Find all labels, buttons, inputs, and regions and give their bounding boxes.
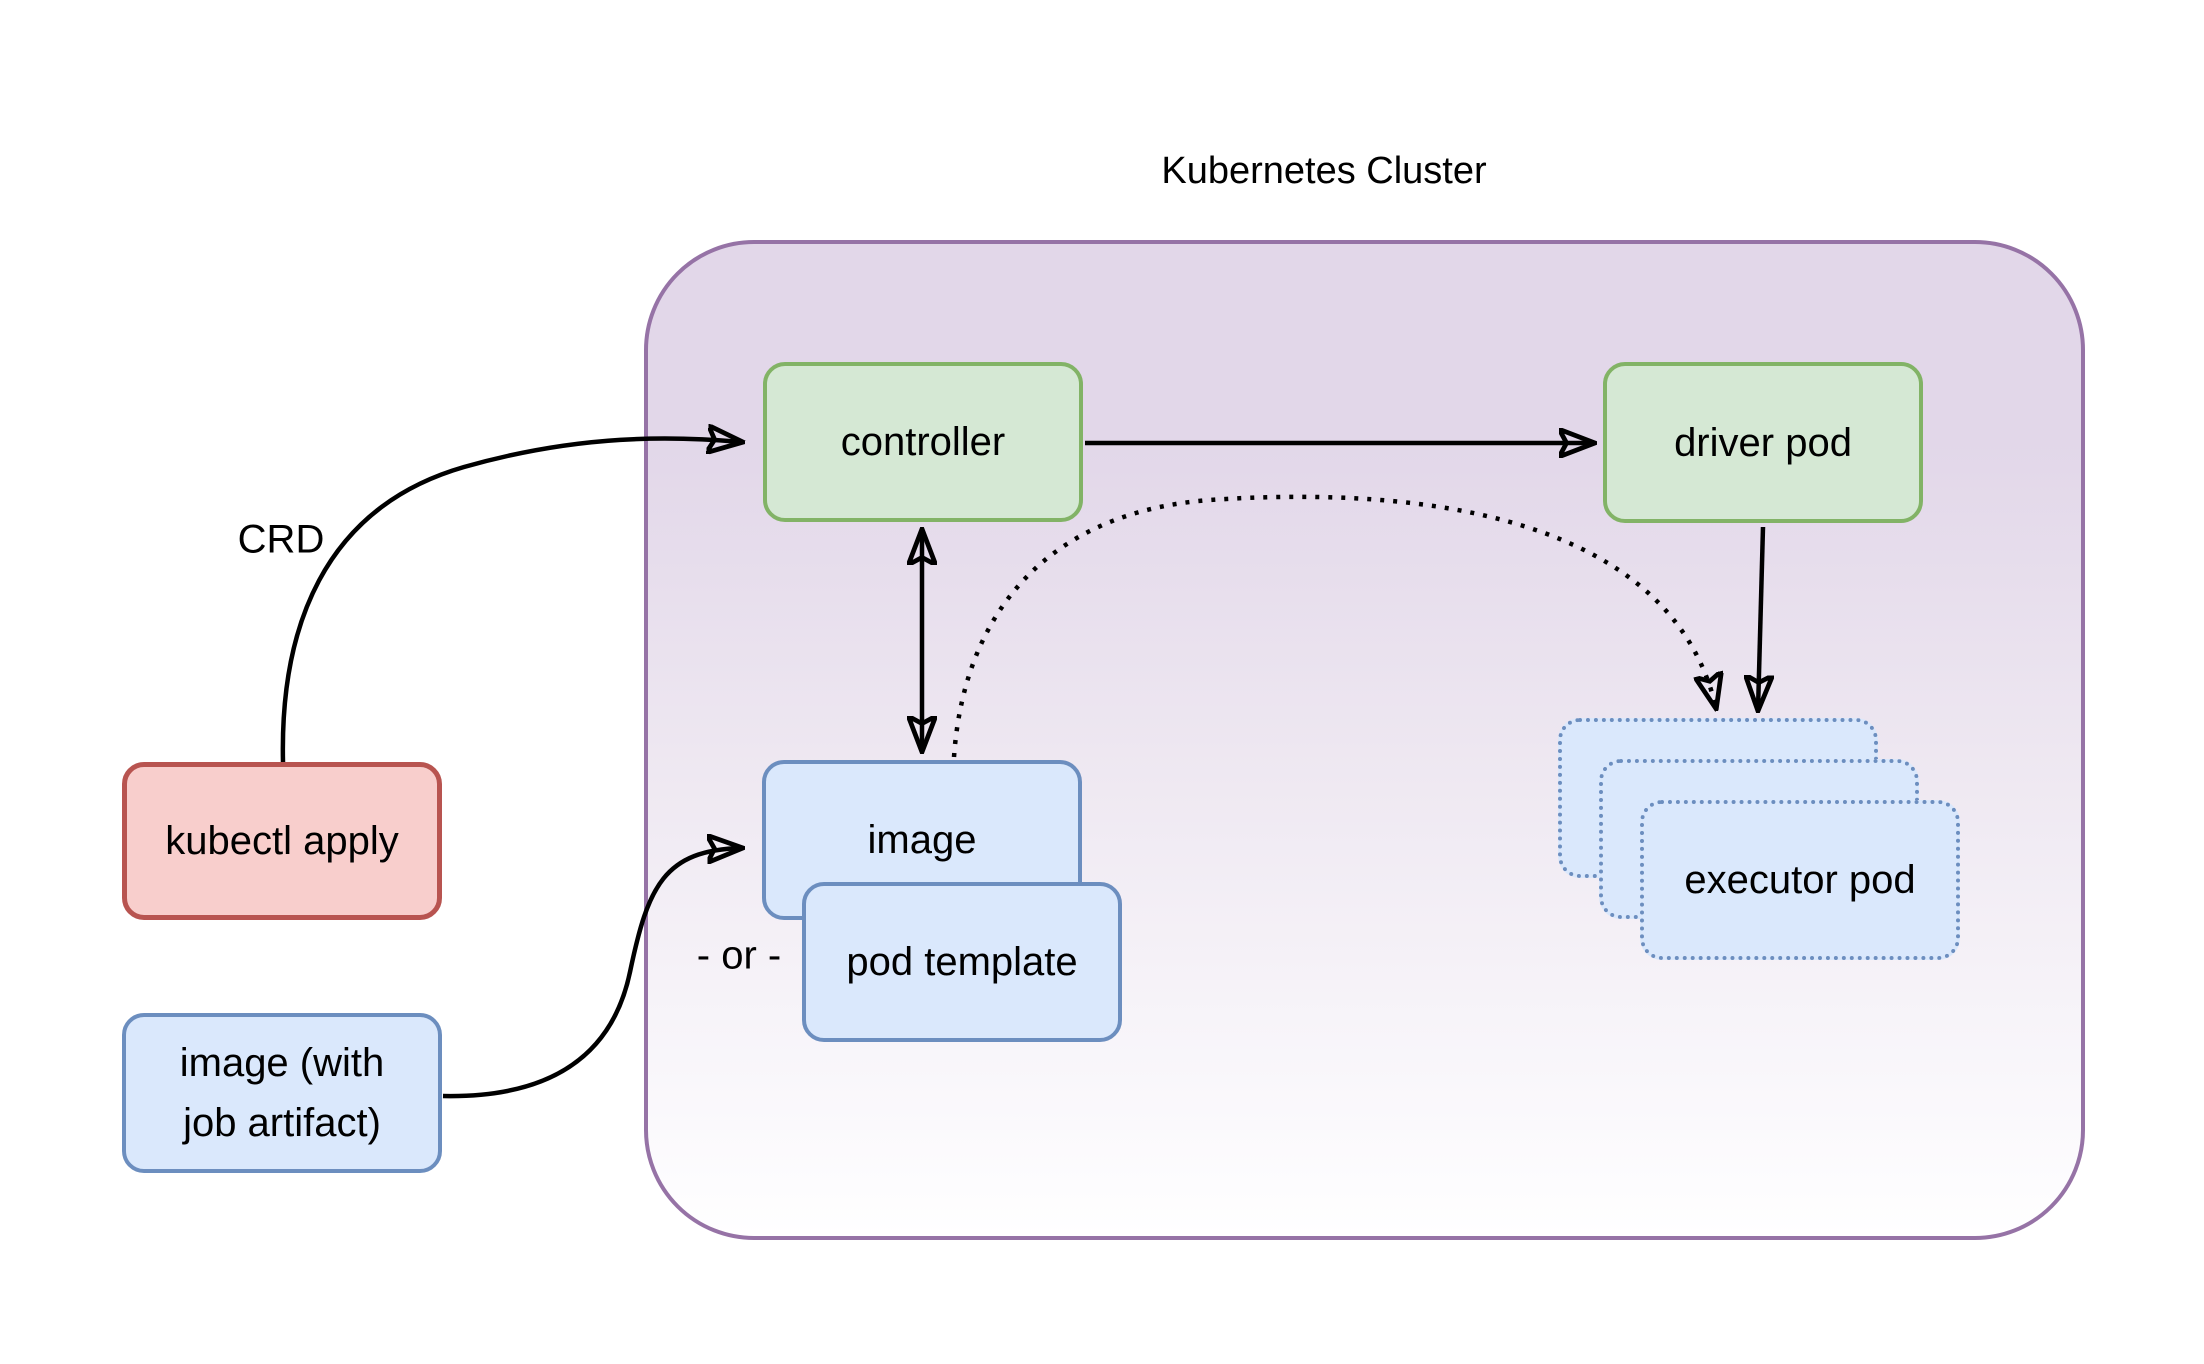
- node-driver-pod: driver pod: [1603, 362, 1923, 523]
- crd-label: CRD: [237, 517, 325, 562]
- cluster-title: Kubernetes Cluster: [1161, 150, 1487, 192]
- or-label: - or -: [696, 933, 782, 978]
- node-kubectl-apply: kubectl apply: [122, 762, 442, 920]
- node-controller: controller: [763, 362, 1083, 522]
- node-pod-template: pod template: [802, 882, 1122, 1042]
- node-image-with-job-artifact: image (with job artifact): [122, 1013, 442, 1173]
- node-executor-pod-front: executor pod: [1640, 800, 1960, 960]
